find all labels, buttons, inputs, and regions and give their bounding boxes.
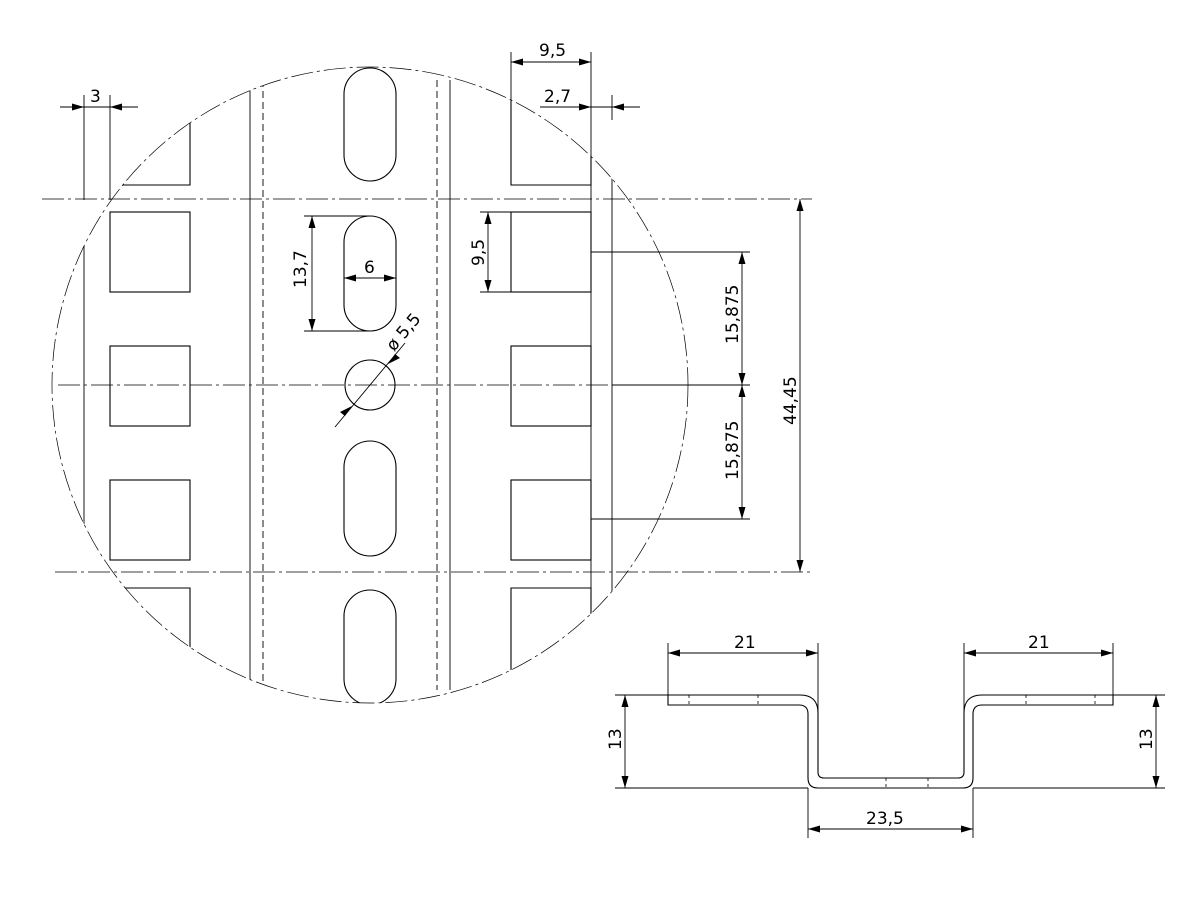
dim-pitch-lower: 15,875 — [591, 385, 750, 520]
dim-left-depth-label: 13 — [606, 728, 626, 750]
dim-rack-unit: 44,45 — [781, 199, 804, 572]
dim-rack-unit-label: 44,45 — [781, 376, 801, 425]
square-hole — [510, 345, 592, 427]
dim-slot-width: 6 — [344, 258, 396, 282]
dim-square-hole-label: 9,5 — [469, 239, 489, 266]
square-hole-partial — [510, 587, 592, 670]
profile-view: 21 21 13 13 — [606, 633, 1165, 838]
dim-right-depth-label: 13 — [1137, 728, 1157, 750]
square-hole-partial — [110, 120, 191, 186]
dim-bottom-width: 23,5 — [807, 788, 974, 838]
dim-rail-offset-label: 2,7 — [544, 87, 571, 107]
oblong-slot — [343, 440, 397, 557]
dim-flange-width: 3 — [60, 87, 138, 200]
dim-bottom-width-label: 23,5 — [866, 809, 904, 829]
dim-flange-width-label: 3 — [90, 87, 101, 107]
square-hole-partial — [110, 587, 191, 660]
dim-hole-diameter-label: ø 5,5 — [383, 310, 426, 356]
dim-pitch-lower-label: 15,875 — [723, 421, 743, 480]
dim-right-depth: 13 — [973, 694, 1165, 789]
dim-left-flange-label: 21 — [734, 633, 756, 653]
profile-outline-outer — [667, 694, 1114, 789]
dim-right-flange-label: 21 — [1028, 633, 1050, 653]
slots — [343, 67, 397, 703]
oblong-slot — [343, 589, 397, 703]
square-hole — [109, 479, 191, 561]
detail-view: 3 9,5 2,7 13,7 — [42, 41, 812, 704]
dim-left-flange: 21 — [667, 633, 819, 713]
dim-square-hole: 9,5 — [469, 211, 511, 293]
dim-left-depth: 13 — [606, 694, 808, 789]
square-hole — [109, 345, 191, 427]
dim-slot-length-label: 13,7 — [291, 250, 311, 288]
dim-pitch-upper-label: 15,875 — [723, 285, 743, 344]
dim-rail-width-label: 9,5 — [539, 41, 566, 61]
left-square-holes — [109, 120, 191, 660]
dim-slot-width-label: 6 — [364, 258, 375, 278]
dim-right-flange: 21 — [963, 633, 1114, 713]
dim-pitch-upper: 15,875 — [591, 251, 750, 386]
square-hole — [510, 479, 592, 561]
dim-slot-length: 13,7 — [291, 215, 370, 332]
square-hole — [510, 211, 592, 293]
oblong-slot — [343, 67, 397, 182]
dim-rail-width: 9,5 — [510, 41, 592, 185]
dim-hole-diameter: ø 5,5 — [334, 310, 426, 428]
square-hole — [109, 211, 191, 293]
square-hole-partial — [510, 100, 592, 186]
dim-rail-offset: 2,7 — [540, 87, 640, 120]
